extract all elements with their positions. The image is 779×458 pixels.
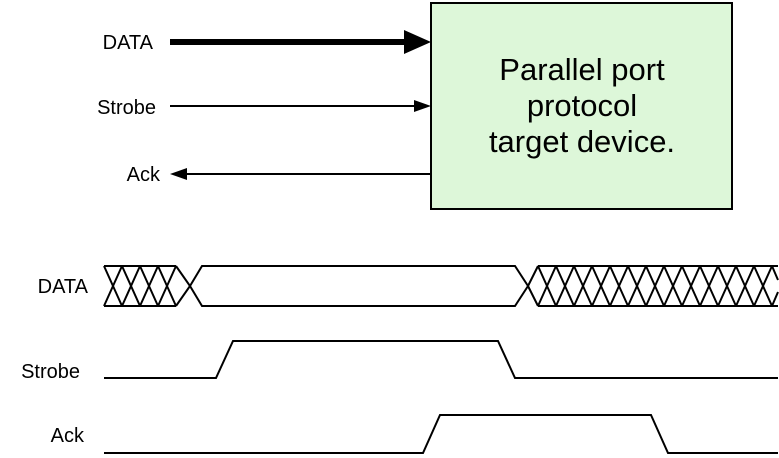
data-bus-waveform [103, 265, 779, 307]
strobe-waveform [104, 340, 778, 379]
signal-label-ack: Ack [127, 164, 161, 186]
timing-label-ack: Ack [51, 425, 85, 447]
timing-label-strobe: Strobe [21, 361, 80, 383]
timing-diagram: DATA Strobe Ack [21, 265, 779, 454]
target-device-box [430, 2, 733, 210]
data-bus-arrowhead [404, 30, 431, 54]
device-label-line-2: protocol [527, 88, 637, 123]
timing-label-data: DATA [38, 276, 89, 298]
device-label-line-3: target device. [489, 124, 675, 159]
signal-label-strobe: Strobe [97, 97, 156, 119]
signal-label-data: DATA [103, 32, 154, 54]
block-diagram: Parallel port protocol target device. DA… [97, 2, 733, 210]
device-label-line-1: Parallel port [499, 52, 665, 87]
ack-arrowhead [170, 168, 187, 180]
strobe-arrowhead [414, 100, 431, 112]
ack-waveform [104, 414, 778, 454]
